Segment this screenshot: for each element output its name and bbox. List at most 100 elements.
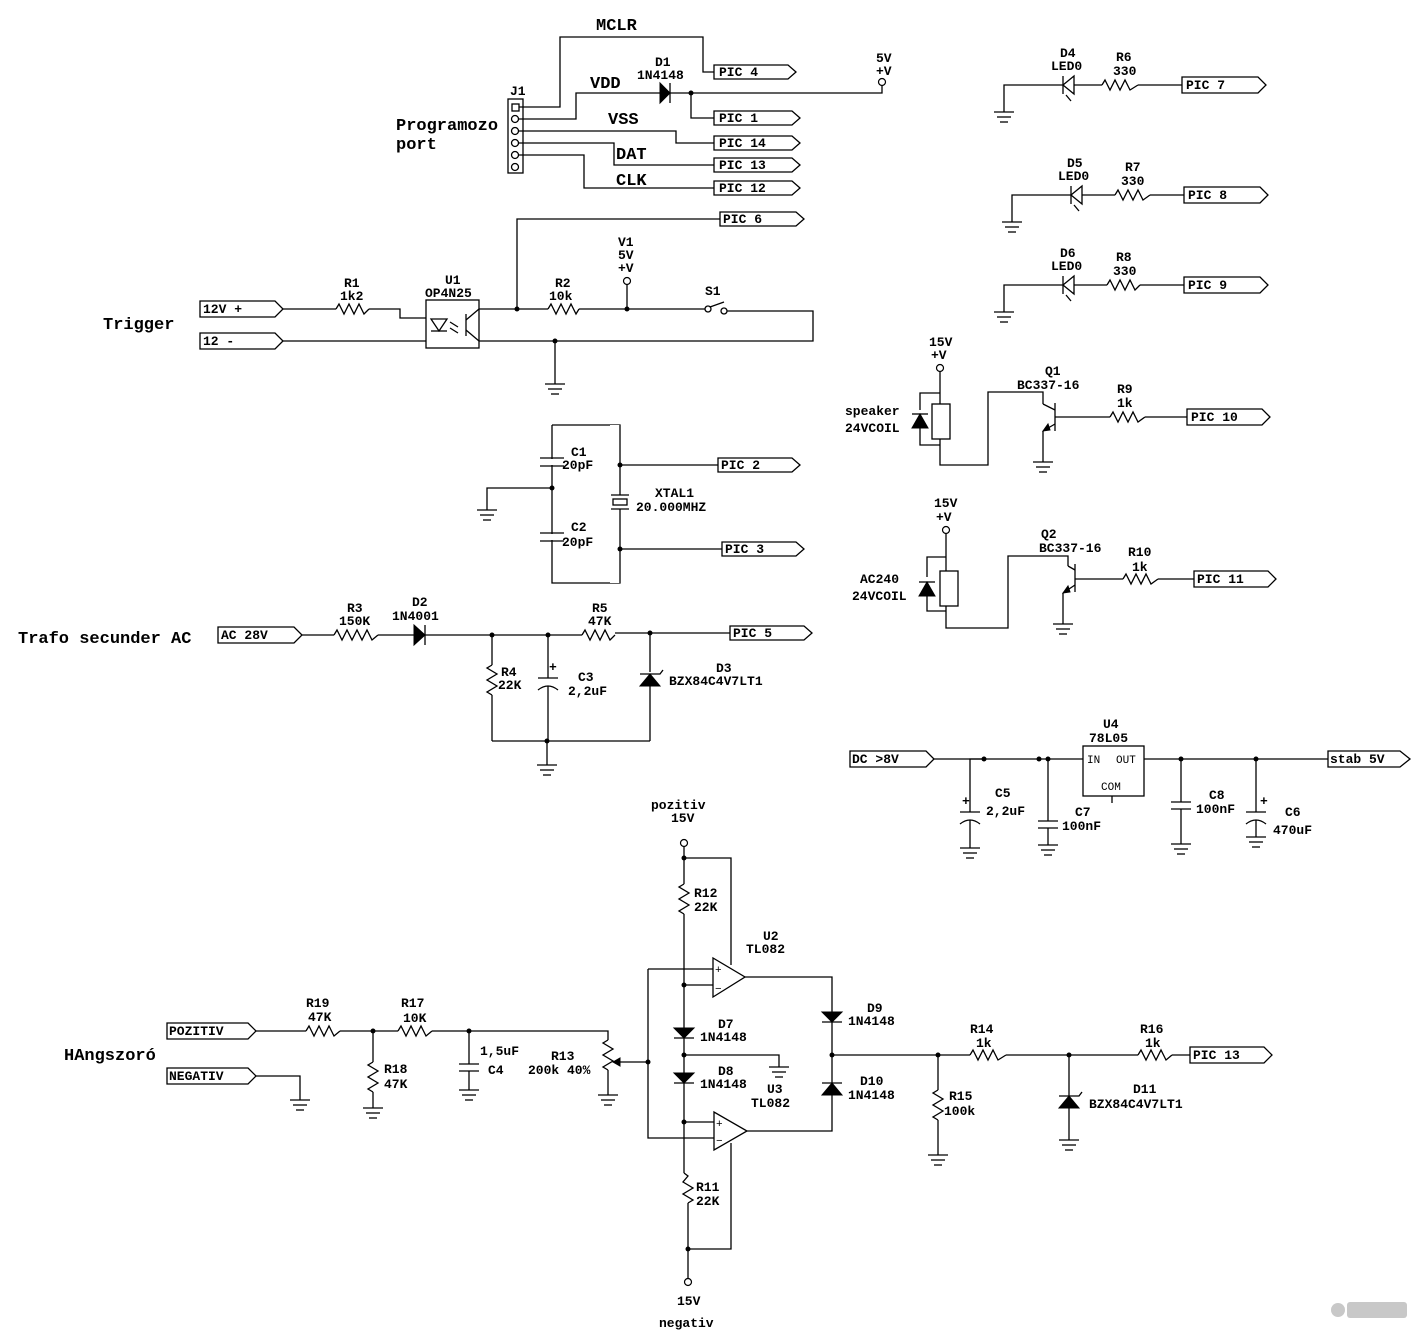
port-ac28v: AC 28V <box>217 626 303 644</box>
r14-ref: R14 <box>970 1022 994 1037</box>
r8-ref: R8 <box>1116 250 1132 265</box>
crystal-section: C1 20pF C2 20pF XTAL1 20.000MHZ <box>477 424 722 584</box>
v1-plus: +V <box>618 261 634 276</box>
d4-value: LED0 <box>1051 59 1082 74</box>
u3-plus: + <box>716 1119 723 1131</box>
r18-value: 47K <box>384 1077 408 1092</box>
q2-value: BC337-16 <box>1039 541 1102 556</box>
r5-value: 47K <box>588 614 612 629</box>
r3-ref: R3 <box>347 601 363 616</box>
trigger-section: Trigger R1 1k2 U1 OP4N25 R2 10k V1 5V +V… <box>103 218 814 395</box>
d8-value: 1N4148 <box>700 1077 747 1092</box>
programmer-section: Programozo port J1 MCLR VDD D1 1N4148 5V… <box>396 17 892 191</box>
port-pic9: PIC 9 <box>1183 276 1269 294</box>
c6-value: 470uF <box>1273 823 1312 838</box>
d10-value: 1N4148 <box>848 1088 895 1103</box>
q1-ref: Q1 <box>1045 364 1061 379</box>
r17-ref: R17 <box>401 996 424 1011</box>
relay1-coil: 24VCOIL <box>845 421 900 436</box>
r1-ref: R1 <box>344 276 360 291</box>
d11-ref: D11 <box>1133 1082 1157 1097</box>
svg-text:stab 5V: stab 5V <box>1330 752 1385 767</box>
r11-value: 22K <box>696 1194 720 1209</box>
r17-value: 10K <box>403 1011 427 1026</box>
d4-ref: D4 <box>1060 46 1076 61</box>
r7-value: 330 <box>1121 174 1145 189</box>
r12-ref: R12 <box>694 886 718 901</box>
u3-ref: U3 <box>767 1082 783 1097</box>
svg-text:12 -: 12 - <box>203 334 234 349</box>
r16-value: 1k <box>1145 1036 1161 1051</box>
q2-supply-plus: +V <box>936 510 952 525</box>
d8-ref: D8 <box>718 1064 734 1079</box>
svg-text:PIC 12: PIC 12 <box>719 181 766 196</box>
speaker-title: HAngszoró <box>64 1047 156 1066</box>
svg-text:PIC 5: PIC 5 <box>733 626 772 641</box>
wire-5v-rail <box>670 86 883 94</box>
port-pic8: PIC 8 <box>1183 186 1269 204</box>
svg-text:PIC 1: PIC 1 <box>719 111 758 126</box>
svg-text:PIC 13: PIC 13 <box>1193 1048 1240 1063</box>
svg-text:PIC 14: PIC 14 <box>719 136 766 151</box>
wire-vdd <box>519 92 660 120</box>
net-vss: VSS <box>608 111 639 130</box>
svg-text:AC 28V: AC 28V <box>221 628 268 643</box>
r14-value: 1k <box>976 1036 992 1051</box>
c2-ref: C2 <box>571 520 587 535</box>
u3-opamp <box>713 1110 749 1152</box>
svg-text:PIC 7: PIC 7 <box>1186 78 1225 93</box>
d2-ref: D2 <box>412 595 428 610</box>
d5-value: LED0 <box>1058 169 1089 184</box>
r8-value: 330 <box>1113 264 1137 279</box>
c6-ref: C6 <box>1285 805 1301 820</box>
d10-ref: D10 <box>860 1074 884 1089</box>
pos-supply-name: pozitiv <box>651 798 706 813</box>
port-pic2: PIC 2 <box>717 457 801 473</box>
svg-text:PIC 13: PIC 13 <box>719 158 766 173</box>
c1-value: 20pF <box>562 458 593 473</box>
svg-text:PIC 8: PIC 8 <box>1188 188 1227 203</box>
d1-value: 1N4148 <box>637 68 684 83</box>
q2-ref: Q2 <box>1041 527 1057 542</box>
j1-pin1 <box>511 103 520 112</box>
u2-opamp <box>712 956 747 999</box>
trigger-title: Trigger <box>103 316 174 335</box>
r4-value: 22K <box>498 678 522 693</box>
led-section: D4 LED0 R6 330 D5 LED0 R7 330 D6 LED0 R8… <box>994 46 1184 323</box>
programmer-title-line2: port <box>396 136 437 155</box>
c7-value: 100nF <box>1062 819 1101 834</box>
d7-value: 1N4148 <box>700 1030 747 1045</box>
port-12-minus: 12 - <box>199 332 284 350</box>
d1-ref: D1 <box>655 55 671 70</box>
port-pic11: PIC 11 <box>1193 570 1277 588</box>
c4-value: 1,5uF <box>480 1044 519 1059</box>
v1-voltage: 5V <box>618 248 634 263</box>
c5-plus: + <box>962 794 970 809</box>
d6-value: LED0 <box>1051 259 1082 274</box>
port-stab5v: stab 5V <box>1327 750 1412 768</box>
r19-ref: R19 <box>306 996 330 1011</box>
d2-value: 1N4001 <box>392 609 439 624</box>
neg-supply-name: negativ <box>659 1316 714 1331</box>
r4-ref: R4 <box>501 665 517 680</box>
r3-value: 150K <box>339 614 370 629</box>
svg-text:PIC 9: PIC 9 <box>1188 278 1227 293</box>
port-pic13a: PIC 13 <box>713 157 801 173</box>
xtal-ref: XTAL1 <box>655 486 694 501</box>
v1-ref: V1 <box>618 235 634 250</box>
c3-ref: C3 <box>578 670 594 685</box>
speaker-section: HAngszoró R19 47K R18 47K R17 10K 1,5uF … <box>64 798 1190 1331</box>
q2-supply: 15V <box>934 496 958 511</box>
net-dat: DAT <box>616 146 647 165</box>
d9-ref: D9 <box>867 1001 883 1016</box>
r7-ref: R7 <box>1125 160 1141 175</box>
v5-label: 5V <box>876 51 892 66</box>
svg-text:PIC 10: PIC 10 <box>1191 410 1238 425</box>
port-pic3: PIC 3 <box>721 541 805 557</box>
relay1-section: 15V +V speaker 24VCOIL Q1 BC337-16 R9 1k <box>845 335 1187 473</box>
svg-text:PIC 11: PIC 11 <box>1197 572 1244 587</box>
port-pic7: PIC 7 <box>1181 76 1267 94</box>
c4-ref: C4 <box>488 1063 504 1078</box>
u2-ref: U2 <box>763 929 779 944</box>
